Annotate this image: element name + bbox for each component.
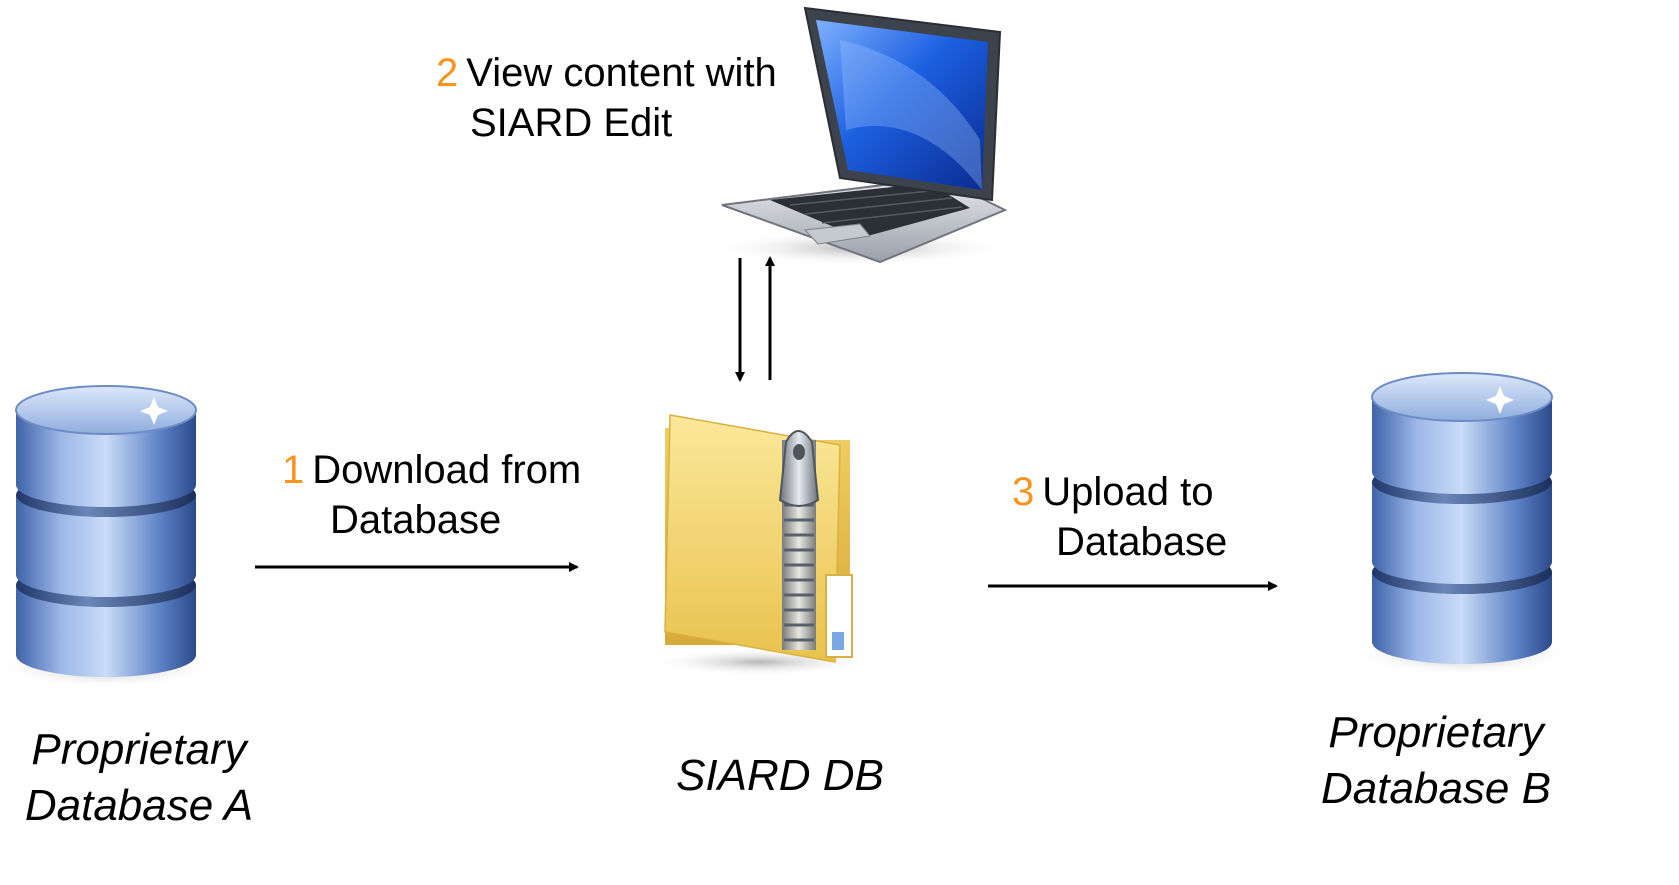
step-number: 3 — [1012, 470, 1035, 514]
caption-line2: Database B — [1321, 764, 1551, 813]
zip-folder-icon — [650, 414, 870, 676]
step-text-line1: Upload to — [1042, 470, 1214, 514]
caption-database-b: Proprietary Database B — [1295, 705, 1577, 817]
step-number: 1 — [282, 448, 305, 492]
caption-line1: Proprietary — [1328, 708, 1544, 757]
step-number: 2 — [436, 51, 459, 95]
step-text-line1: View content with — [466, 51, 777, 95]
step-text-line1: Download from — [312, 448, 582, 492]
caption-line2: Database A — [24, 781, 254, 830]
step-text-line2: Database — [1056, 520, 1228, 564]
step-text-line2: Database — [330, 498, 502, 542]
laptop-icon — [710, 6, 1010, 266]
step-text-line2: SIARD Edit — [470, 101, 673, 145]
caption-database-a: Proprietary Database A — [4, 722, 274, 834]
database-a-icon — [0, 385, 218, 689]
database-b-icon — [1350, 372, 1574, 676]
caption-siard-db: SIARD DB — [640, 748, 920, 804]
caption-line1: SIARD DB — [676, 751, 884, 800]
caption-line1: Proprietary — [31, 725, 247, 774]
